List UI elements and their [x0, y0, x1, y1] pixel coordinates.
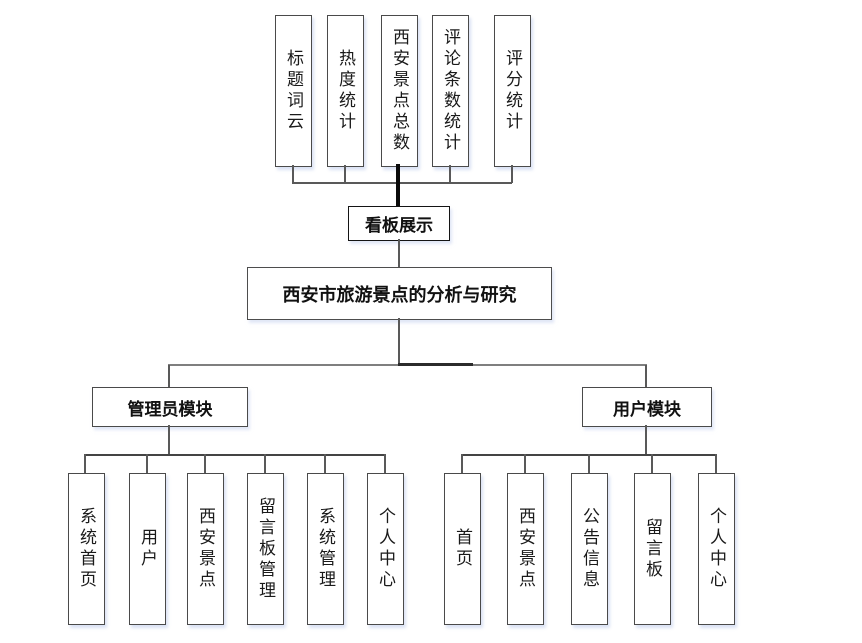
node-label: 用户模块: [613, 399, 681, 419]
node-label: 西安市旅游景点的分析与研究: [282, 284, 517, 305]
connector-stub: [84, 454, 86, 473]
node-label: 公告信息: [580, 507, 599, 591]
connector-stub: [511, 165, 513, 183]
node-admin-message-board-mgmt: 留言板管理: [247, 473, 284, 625]
node-label: 热度统计: [336, 49, 355, 133]
connector-stub: [146, 454, 148, 473]
connector-stub: [292, 165, 294, 183]
node-comment-count-stats: 评论条数统计: [432, 15, 469, 167]
node-label: 个人中心: [707, 507, 726, 591]
node-label: 标题词云: [284, 49, 303, 133]
connector-stub: [449, 165, 451, 183]
node-xian-spot-total: 西安景点总数: [381, 15, 418, 167]
node-admin-xian-spots: 西安景点: [187, 473, 224, 625]
connector-stub: [651, 454, 653, 473]
connector-main-drop: [398, 318, 400, 365]
connector-stub: [524, 454, 526, 473]
node-user-message-board: 留言板: [634, 473, 671, 625]
connector-bus-split-dark-segment: [398, 363, 473, 366]
node-label: 留言板: [643, 517, 662, 581]
connector-stub: [715, 454, 717, 473]
node-title-wordcloud: 标题词云: [275, 15, 312, 167]
connector-bus-top: [292, 182, 512, 184]
node-user-announcements: 公告信息: [571, 473, 608, 625]
connector-user-drop: [645, 365, 647, 387]
node-user-module: 用户模块: [582, 387, 712, 427]
node-label: 管理员模块: [127, 399, 213, 419]
node-label: 系统首页: [77, 507, 96, 591]
node-label: 首页: [453, 528, 472, 570]
connector-stub: [204, 454, 206, 473]
node-score-stats: 评分统计: [494, 15, 531, 167]
node-admin-module: 管理员模块: [92, 387, 248, 427]
connector-trunk-thick: [396, 164, 400, 207]
connector-admin-drop: [168, 365, 170, 387]
node-user-home: 首页: [444, 473, 481, 625]
node-label: 评分统计: [503, 49, 522, 133]
node-kanban-display: 看板展示: [348, 206, 450, 241]
connector-bus-admin: [85, 454, 386, 456]
node-admin-personal-center: 个人中心: [367, 473, 404, 625]
node-user-xian-spots: 西安景点: [507, 473, 544, 625]
connector-stub: [264, 454, 266, 473]
connector-stub: [461, 454, 463, 473]
node-admin-system-home: 系统首页: [68, 473, 105, 625]
node-label: 个人中心: [376, 507, 395, 591]
connector-admin-bottom: [168, 425, 170, 455]
node-user-personal-center: 个人中心: [698, 473, 735, 625]
node-root-title: 西安市旅游景点的分析与研究: [247, 267, 552, 320]
node-admin-system-mgmt: 系统管理: [307, 473, 344, 625]
node-label: 用户: [138, 528, 157, 570]
node-label: 西安景点: [196, 507, 215, 591]
node-label: 评论条数统计: [441, 28, 460, 154]
node-admin-users: 用户: [129, 473, 166, 625]
node-label: 西安景点总数: [390, 28, 409, 154]
connector-user-bottom: [645, 425, 647, 455]
node-label: 西安景点: [516, 507, 535, 591]
node-label: 留言板管理: [256, 496, 275, 602]
node-heat-stats: 热度统计: [327, 15, 364, 167]
connector-stub: [384, 454, 386, 473]
node-label: 看板展示: [365, 216, 433, 235]
connector-stub: [344, 165, 346, 183]
connector-stub: [588, 454, 590, 473]
connector-kanban-main: [398, 239, 400, 267]
node-label: 系统管理: [316, 507, 335, 591]
connector-stub: [324, 454, 326, 473]
